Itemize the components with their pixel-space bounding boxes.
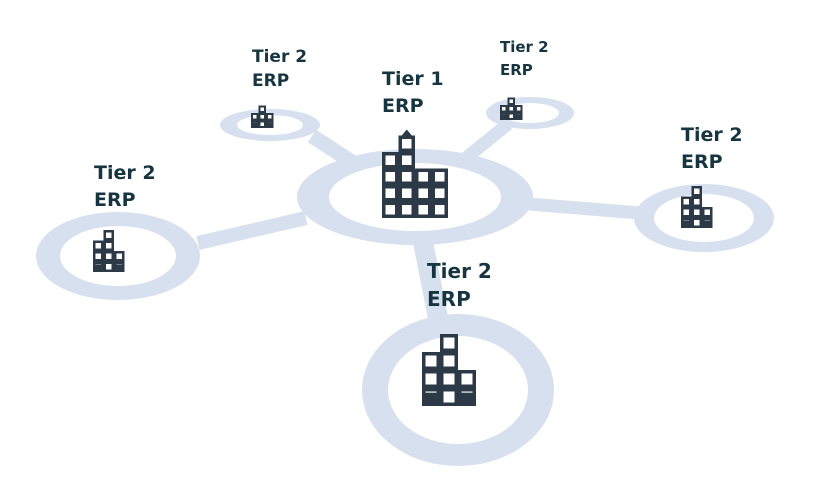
- label-top-right: Tier 2 ERP: [500, 38, 549, 79]
- connector-left: [196, 211, 308, 250]
- office-building-icon: [382, 129, 448, 218]
- buildings: [93, 97, 713, 406]
- label-bottom-line1: Tier 2: [427, 259, 492, 283]
- label-top-left: Tier 2 ERP: [252, 47, 307, 91]
- label-top-right-line2: ERP: [500, 61, 533, 79]
- label-left-line2: ERP: [94, 189, 136, 211]
- office-building-icon: [93, 230, 125, 272]
- label-right-line1: Tier 2: [681, 124, 743, 146]
- label-hub-line2: ERP: [382, 95, 424, 117]
- label-top-right-line1: Tier 2: [500, 38, 549, 56]
- label-left: Tier 2 ERP: [94, 162, 156, 211]
- office-building-icon: [681, 186, 713, 228]
- connector-top-right: [461, 118, 513, 164]
- label-right-line2: ERP: [681, 151, 723, 173]
- office-building-icon: [500, 97, 523, 120]
- label-right: Tier 2 ERP: [681, 124, 743, 173]
- label-bottom: Tier 2 ERP: [427, 259, 492, 311]
- label-hub-line1: Tier 1: [382, 68, 444, 90]
- office-building-icon: [422, 334, 476, 406]
- connector-bottom: [413, 240, 448, 320]
- label-hub: Tier 1 ERP: [382, 68, 444, 117]
- label-left-line1: Tier 2: [94, 162, 156, 184]
- label-bottom-line2: ERP: [427, 287, 471, 311]
- label-top-left-line1: Tier 2: [252, 47, 307, 67]
- office-building-icon: [251, 105, 274, 128]
- connector-right: [528, 197, 641, 220]
- label-top-left-line2: ERP: [252, 71, 289, 91]
